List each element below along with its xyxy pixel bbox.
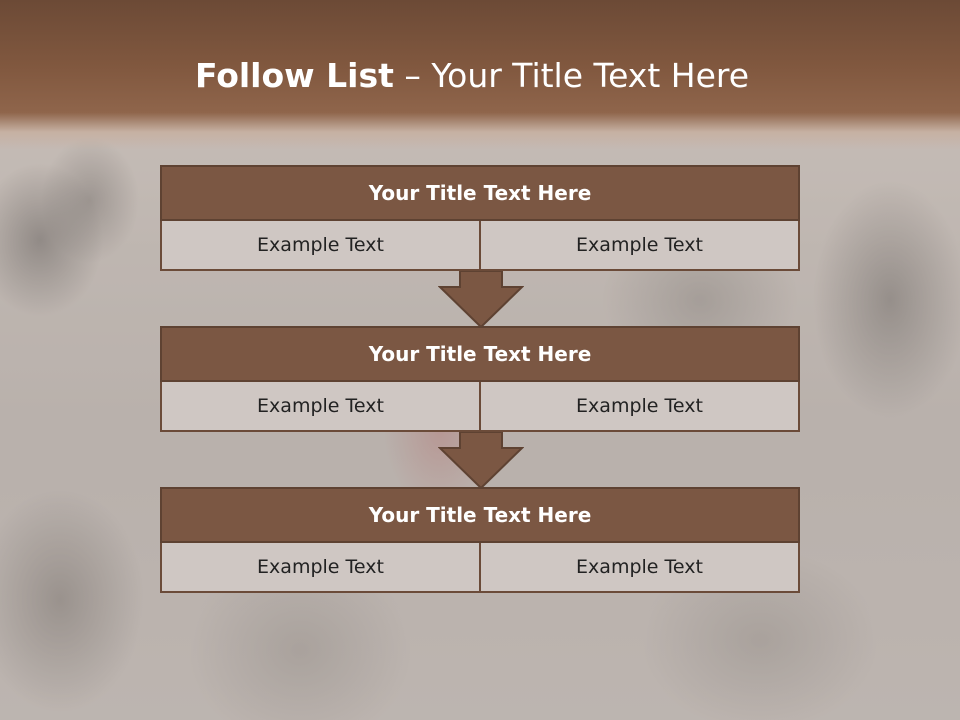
down-arrow-icon [438, 432, 524, 490]
block-cell-right: Example Text [479, 221, 800, 271]
list-block-2: Your Title Text Here Example Text Exampl… [160, 326, 800, 432]
header-band [0, 0, 960, 150]
block-cell-left: Example Text [160, 543, 479, 593]
block-row: Example Text Example Text [160, 221, 800, 271]
list-block-3: Your Title Text Here Example Text Exampl… [160, 487, 800, 593]
slide-title: Follow List – Your Title Text Here [0, 52, 944, 100]
list-block-1: Your Title Text Here Example Text Exampl… [160, 165, 800, 271]
block-cell-left: Example Text [160, 382, 479, 432]
block-cell-right: Example Text [479, 382, 800, 432]
down-arrow-icon [438, 271, 524, 329]
slide-title-rest: – Your Title Text Here [393, 56, 750, 95]
block-row: Example Text Example Text [160, 382, 800, 432]
block-title: Your Title Text Here [160, 487, 800, 543]
block-cell-left: Example Text [160, 221, 479, 271]
slide-title-bold: Follow List [194, 56, 394, 95]
block-row: Example Text Example Text [160, 543, 800, 593]
block-title: Your Title Text Here [160, 326, 800, 382]
block-cell-right: Example Text [479, 543, 800, 593]
block-title: Your Title Text Here [160, 165, 800, 221]
